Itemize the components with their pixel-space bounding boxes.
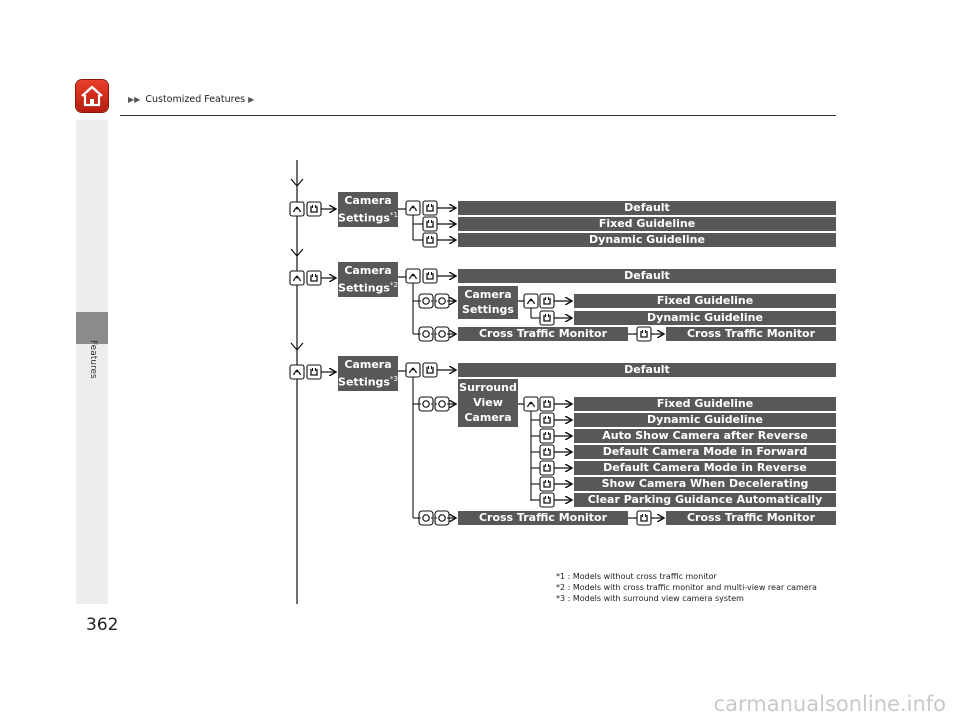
option-dynamic-guideline: Dynamic Guideline: [574, 413, 836, 427]
option-default: Default: [458, 201, 836, 215]
sidebar-tab-features[interactable]: [76, 312, 108, 344]
camera-settings-sub-label: Camera Settings: [458, 286, 518, 319]
camera-settings-label: Camera Settings: [338, 194, 392, 225]
option-default: Default: [458, 269, 836, 283]
note-mark: *1: [389, 211, 398, 219]
breadcrumb[interactable]: ▶▶ Customized Features ▶: [128, 94, 256, 105]
cross-traffic-monitor-label: Cross Traffic Monitor: [458, 511, 628, 525]
page-number: 362: [86, 615, 119, 635]
note-mark: *2: [389, 281, 398, 289]
option-auto-show-camera: Auto Show Camera after Reverse: [574, 429, 836, 443]
option-fixed-guideline: Fixed Guideline: [574, 294, 836, 308]
footnotes: *1 : Models without cross traffic monito…: [556, 571, 817, 604]
header-rule: [120, 115, 836, 116]
surround-view-camera-label: Surround View Camera: [458, 379, 518, 427]
footnote: *2 : Models with cross traffic monitor a…: [556, 583, 817, 592]
option-fixed-guideline: Fixed Guideline: [458, 217, 836, 231]
footnote: *3 : Models with surround view camera sy…: [556, 594, 744, 603]
main-flow-line: [290, 160, 304, 604]
option-camera-mode-forward: Default Camera Mode in Forward: [574, 445, 836, 459]
group-3-icons: [289, 362, 664, 526]
breadcrumb-arrows-icon: ▶▶: [128, 95, 141, 104]
sidebar-strip: [76, 120, 108, 312]
sidebar-strip: [76, 344, 108, 604]
camera-settings-label: Camera Settings: [338, 264, 392, 295]
home-icon[interactable]: [76, 80, 108, 112]
option-camera-mode-reverse: Default Camera Mode in Reverse: [574, 461, 836, 475]
group-1-icons: [289, 200, 456, 248]
camera-settings-3-label: Camera Settings*3: [338, 356, 398, 391]
note-mark: *3: [389, 375, 398, 383]
option-default: Default: [458, 363, 836, 377]
camera-settings-label: Camera Settings: [338, 358, 392, 389]
cross-traffic-monitor-option: Cross Traffic Monitor: [666, 327, 836, 341]
breadcrumb-label[interactable]: Customized Features: [145, 94, 246, 105]
camera-settings-1-label: Camera Settings*1: [338, 192, 398, 227]
option-dynamic-guideline: Dynamic Guideline: [574, 311, 836, 325]
option-clear-parking-guidance: Clear Parking Guidance Automatically: [574, 493, 836, 507]
camera-settings-2-label: Camera Settings*2: [338, 262, 398, 297]
breadcrumb-end-icon: ▶: [248, 95, 255, 104]
option-show-camera-decelerating: Show Camera When Decelerating: [574, 477, 836, 491]
footnote: *1 : Models without cross traffic monito…: [556, 572, 717, 581]
watermark: carmanualsonline.info: [713, 692, 946, 716]
cross-traffic-monitor-label: Cross Traffic Monitor: [458, 327, 628, 341]
cross-traffic-monitor-option: Cross Traffic Monitor: [666, 511, 836, 525]
option-dynamic-guideline: Dynamic Guideline: [458, 233, 836, 247]
option-fixed-guideline: Fixed Guideline: [574, 397, 836, 411]
group-2-icons: [289, 268, 664, 342]
